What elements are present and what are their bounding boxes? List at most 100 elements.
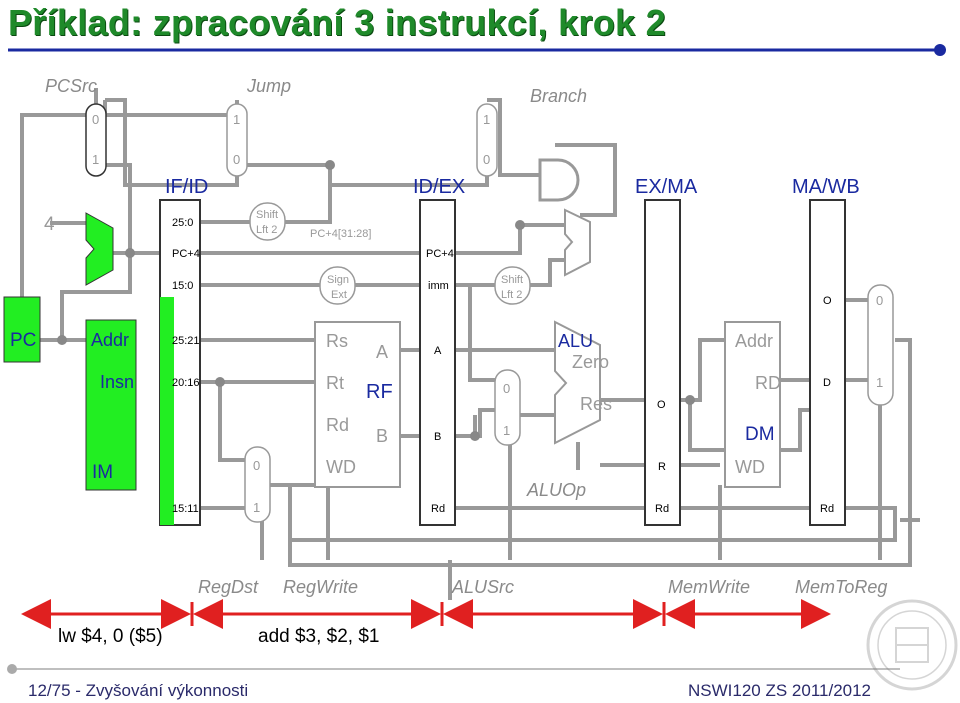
dm-rd-label: RD bbox=[755, 373, 781, 393]
pcsrc-label: PCSrc bbox=[45, 76, 97, 96]
rf-b-label: B bbox=[376, 426, 388, 446]
pc-adder bbox=[85, 212, 114, 286]
stage-ifid-label: IF/ID bbox=[165, 176, 208, 198]
jump-label: Jump bbox=[246, 76, 291, 96]
memtoreg-mux-in0: 0 bbox=[876, 293, 883, 308]
datapath-wires bbox=[20, 98, 920, 600]
slide-title: Příklad: zpracování 3 instrukcí, krok 2 bbox=[8, 2, 666, 43]
idex-field-4: B bbox=[434, 431, 441, 443]
ifid-field-1: 25:0 bbox=[172, 217, 193, 229]
ifid-field-5: 20:16 bbox=[172, 377, 200, 389]
regdst-mux-in1: 1 bbox=[253, 500, 260, 515]
register-file bbox=[314, 321, 401, 488]
memtoreg-mux-in1: 1 bbox=[876, 375, 883, 390]
alusrc-mux-in1: 1 bbox=[503, 423, 510, 438]
ifid-field-3: 15:0 bbox=[172, 280, 193, 292]
branch-and-gate bbox=[538, 158, 580, 202]
stage-boundary-ticks bbox=[190, 602, 666, 626]
aluop-label: ALUOp bbox=[526, 480, 586, 500]
idex-field-3: A bbox=[434, 345, 442, 357]
shift1-line2: Lft 2 bbox=[256, 224, 277, 236]
jump-shift-left bbox=[249, 202, 286, 241]
alu-name-label: ALU bbox=[558, 331, 593, 351]
jump-mux-in1: 0 bbox=[233, 152, 240, 167]
rf-name-label: RF bbox=[366, 381, 393, 403]
im-name-label: IM bbox=[92, 462, 113, 483]
rf-a-label: A bbox=[376, 342, 388, 362]
mawb-register bbox=[809, 199, 846, 526]
data-memory bbox=[724, 321, 781, 488]
alusrc-mux-in0: 0 bbox=[503, 381, 510, 396]
rf-rd-label: Rd bbox=[326, 415, 349, 435]
idex-field-2: imm bbox=[428, 280, 449, 292]
regwrite-label: RegWrite bbox=[283, 577, 358, 597]
constant-four: 4 bbox=[44, 214, 55, 235]
exma-field-3: Rd bbox=[655, 503, 669, 515]
signext-line1: Sign bbox=[327, 274, 349, 286]
footer-divider bbox=[7, 664, 900, 674]
dm-wd-label: WD bbox=[735, 457, 765, 477]
stage-idex-label: ID/EX bbox=[413, 176, 465, 198]
signext-line2: Ext bbox=[331, 289, 347, 301]
branch-label: Branch bbox=[530, 86, 587, 106]
idex-register bbox=[419, 199, 456, 526]
stage-mawb-label: MA/WB bbox=[792, 176, 860, 198]
instruction-add: add $3, $2, $1 bbox=[258, 626, 380, 647]
pc-upper-bits: PC+4[31:28] bbox=[310, 228, 371, 240]
branch-shift-left bbox=[494, 266, 531, 305]
rf-rs-label: Rs bbox=[326, 331, 348, 351]
footer-slide-number: 12/75 - Zvyšování výkonnosti bbox=[28, 681, 249, 700]
memwrite-label: MemWrite bbox=[668, 577, 750, 597]
shift2-line2: Lft 2 bbox=[501, 289, 522, 301]
idex-field-5: Rd bbox=[431, 503, 445, 515]
sign-extend bbox=[319, 266, 356, 305]
rf-rt-label: Rt bbox=[326, 373, 344, 393]
pcsrc-mux-in0: 0 bbox=[92, 112, 99, 127]
branch-adder bbox=[564, 208, 591, 277]
alusrc-mux bbox=[494, 369, 521, 446]
memtoreg-mux bbox=[867, 284, 894, 406]
alu-res-label: Res bbox=[580, 394, 612, 414]
regdst-label: RegDst bbox=[198, 577, 259, 597]
memtoreg-label: MemToReg bbox=[795, 577, 887, 597]
shift2-line1: Shift bbox=[501, 274, 523, 286]
branch-mux bbox=[476, 103, 498, 177]
jump-mux-in0: 1 bbox=[233, 112, 240, 127]
exma-field-1: O bbox=[657, 399, 666, 411]
pcsrc-mux bbox=[85, 103, 107, 177]
pc-register bbox=[3, 296, 41, 363]
pcsrc-mux-in1: 1 bbox=[92, 152, 99, 167]
im-addr-label: Addr bbox=[91, 330, 129, 350]
footer-course: NSWI120 ZS 2011/2012 bbox=[688, 681, 872, 700]
mawb-field-1: O bbox=[823, 295, 832, 307]
pc-label: PC bbox=[10, 330, 36, 351]
instruction-memory bbox=[85, 319, 137, 491]
jump-mux bbox=[226, 103, 248, 177]
university-seal-logo bbox=[866, 599, 958, 691]
ifid-field-6: 15:11 bbox=[172, 503, 199, 515]
branch-mux-in1: 0 bbox=[483, 152, 490, 167]
stage-exma-label: EX/MA bbox=[635, 176, 698, 198]
alu bbox=[554, 320, 601, 445]
alu-zero-label: Zero bbox=[572, 352, 609, 372]
dm-addr-label: Addr bbox=[735, 331, 773, 351]
exma-field-2: R bbox=[658, 461, 666, 473]
mawb-field-2: D bbox=[823, 377, 831, 389]
instruction-lw: lw $4, 0 ($5) bbox=[58, 626, 163, 647]
title-underline bbox=[8, 44, 946, 56]
im-insn-label: Insn bbox=[100, 372, 134, 392]
ifid-active-stripe bbox=[160, 297, 174, 525]
rf-wd-label: WD bbox=[326, 457, 356, 477]
ifid-field-4: 25:21 bbox=[172, 335, 200, 347]
mawb-field-3: Rd bbox=[820, 503, 834, 515]
control-lines bbox=[94, 88, 882, 560]
regdst-mux bbox=[244, 446, 271, 523]
dm-name-label: DM bbox=[745, 424, 775, 445]
regdst-mux-in0: 0 bbox=[253, 458, 260, 473]
alusrc-label: ALUSrc bbox=[451, 577, 514, 597]
exma-register bbox=[644, 199, 681, 526]
ifid-field-2: PC+4 bbox=[172, 248, 200, 260]
shift1-line1: Shift bbox=[256, 209, 278, 221]
branch-mux-in0: 1 bbox=[483, 112, 490, 127]
